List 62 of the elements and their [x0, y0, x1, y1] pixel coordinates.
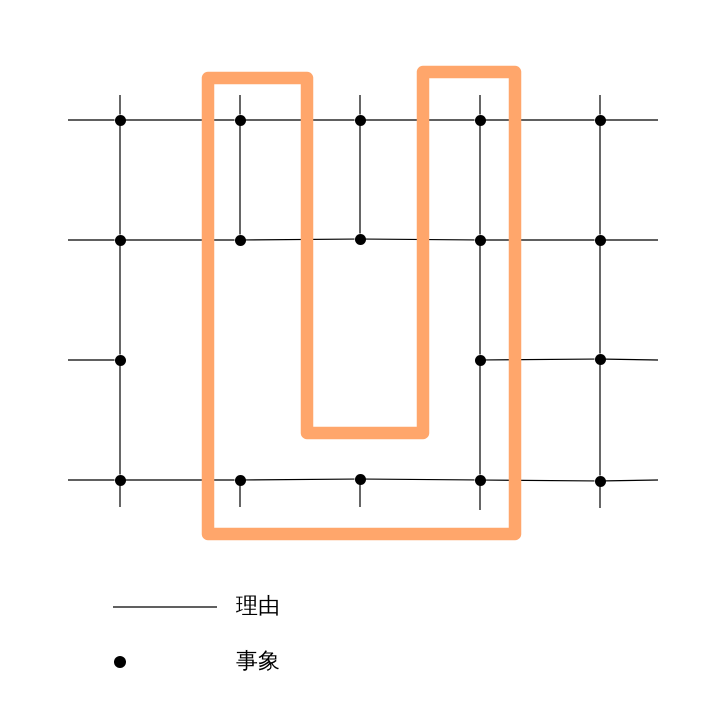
- reason-line: [246, 238, 354, 241]
- reason-line: [479, 246, 481, 354]
- reason-line: [68, 479, 114, 481]
- event-dot: [114, 114, 126, 126]
- reason-line: [606, 239, 658, 241]
- reason-line: [68, 359, 114, 361]
- reason-line: [486, 119, 594, 121]
- event-dot: [354, 474, 366, 484]
- reason-line: [366, 119, 474, 121]
- reason-line: [68, 119, 114, 121]
- reason-line: [359, 95, 361, 114]
- reason-line: [126, 479, 234, 481]
- reason-line: [599, 486, 601, 508]
- reason-line: [246, 119, 354, 121]
- reason-line: [359, 484, 361, 507]
- reason-line: [479, 366, 481, 474]
- reason-line: [479, 486, 481, 510]
- reason-line: [479, 95, 481, 114]
- legend-label: 事象: [236, 651, 280, 673]
- reason-line: [599, 126, 601, 234]
- reason-line: [599, 95, 601, 114]
- event-dot: [594, 234, 606, 246]
- reason-line: [239, 95, 241, 114]
- reason-line: [486, 479, 594, 482]
- reason-line: [359, 126, 361, 234]
- reason-line: [126, 239, 234, 241]
- reason-line: [119, 126, 121, 234]
- event-dot: [234, 234, 246, 246]
- reason-line: [605, 479, 658, 482]
- reason-line: [126, 119, 234, 121]
- event-dot: [234, 114, 246, 126]
- reason-line: [119, 366, 121, 474]
- reason-line: [119, 246, 121, 354]
- reason-line: [119, 95, 121, 114]
- reason-line: [606, 119, 658, 121]
- reason-line: [68, 239, 114, 241]
- reason-line: [486, 239, 594, 241]
- event-dot: [114, 474, 126, 486]
- reason-line: [366, 478, 474, 481]
- event-dot: [234, 474, 246, 486]
- reason-line: [239, 126, 241, 234]
- reason-line: [605, 358, 658, 361]
- event-dot: [114, 354, 126, 366]
- event-dot: [594, 114, 606, 126]
- reason-line: [486, 358, 594, 361]
- event-dot: [474, 474, 486, 486]
- reason-line: [366, 238, 474, 241]
- reason-line: [119, 486, 121, 507]
- event-dot: [474, 354, 486, 366]
- event-dot: [594, 354, 606, 364]
- reason-line: [479, 126, 481, 234]
- event-dot: [474, 234, 486, 246]
- event-dot: [594, 476, 606, 486]
- reason-line: [246, 478, 354, 481]
- event-dot: [474, 114, 486, 126]
- legend-label: 理由: [236, 596, 280, 618]
- event-dot: [354, 114, 366, 126]
- event-dot: [354, 234, 366, 244]
- reason-line: [239, 486, 241, 507]
- reason-line: [599, 246, 601, 354]
- event-dot: [114, 234, 126, 246]
- reason-line: [599, 364, 601, 476]
